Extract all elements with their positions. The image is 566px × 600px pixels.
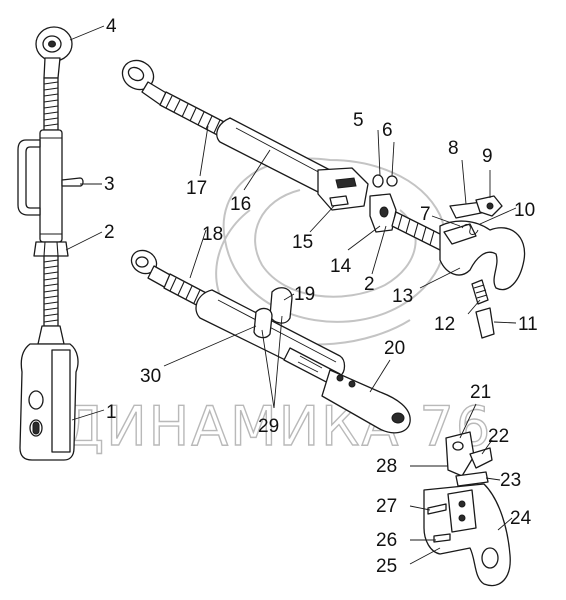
callout-4: 4 xyxy=(106,16,117,37)
clamp-29 xyxy=(253,307,273,339)
callout-17: 17 xyxy=(186,178,207,199)
callout-30: 30 xyxy=(140,366,161,387)
plate-14-hole xyxy=(379,206,389,218)
pin-23 xyxy=(455,471,489,487)
callout-23: 23 xyxy=(500,470,521,491)
fork-1-slot xyxy=(51,349,71,453)
callout-2-right: 2 xyxy=(364,274,375,295)
latch-21-hole xyxy=(452,441,464,451)
callout-15: 15 xyxy=(292,232,313,253)
clamp-19 xyxy=(269,287,293,324)
fork-end-20 xyxy=(321,369,411,434)
callout-5: 5 xyxy=(353,110,364,131)
callout-2-left: 2 xyxy=(104,222,115,243)
lower-thread-lines xyxy=(43,259,59,323)
bracket-15-slot xyxy=(335,177,357,189)
tube-16 xyxy=(216,117,336,195)
callout-9: 9 xyxy=(482,146,493,167)
upper-thread xyxy=(43,77,59,131)
handle-11 xyxy=(475,307,495,339)
hook-body-24-hole-b xyxy=(458,514,466,522)
fork-1-hole-upper xyxy=(28,390,44,410)
lock-nut-2 xyxy=(33,241,69,257)
callout-8: 8 xyxy=(448,138,459,159)
callout-13: 13 xyxy=(392,286,413,307)
upper-thread-lines xyxy=(43,81,59,127)
leader-lines xyxy=(65,25,517,565)
callout-25: 25 xyxy=(376,556,397,577)
callout-labels: 4 3 2 1 5 6 8 9 7 10 13 12 11 14 15 16 1… xyxy=(104,16,538,577)
callout-21: 21 xyxy=(470,382,491,403)
turnbuckle-body-3 xyxy=(39,129,63,243)
callout-3: 3 xyxy=(104,174,115,195)
fork-1-hole-shadow xyxy=(32,421,40,435)
callout-11: 11 xyxy=(518,314,538,335)
pin-12-thread xyxy=(473,284,488,299)
callout-14: 14 xyxy=(330,256,352,277)
watermark-swirl-inner xyxy=(254,189,417,298)
upper-thread-17-lines xyxy=(165,95,221,134)
tube-hole-b xyxy=(348,380,356,388)
callout-27: 27 xyxy=(376,496,397,517)
callout-22: 22 xyxy=(488,426,509,447)
callout-19: 19 xyxy=(294,284,315,305)
hook-body-24-eye xyxy=(481,547,499,569)
callout-26: 26 xyxy=(376,530,397,551)
turnbuckle-handle xyxy=(17,139,41,216)
upper-link-eye-ball xyxy=(127,66,145,82)
watermark: ДИНАМИКА 76 xyxy=(61,157,492,459)
screw-27 xyxy=(427,503,447,515)
bracket-15-pin xyxy=(329,195,349,207)
hook-body-24-face xyxy=(447,489,477,533)
middle-link-eye-ball xyxy=(135,256,149,268)
lever-9-hole xyxy=(486,202,494,210)
callout-24: 24 xyxy=(510,508,532,529)
watermark-swirl-outer xyxy=(222,157,447,323)
spring-22 xyxy=(469,447,493,469)
watermark-text: ДИНАМИКА 76 xyxy=(62,395,492,458)
callout-18: 18 xyxy=(202,224,223,245)
callout-10: 10 xyxy=(514,200,535,221)
fork-1-neck xyxy=(37,325,65,345)
callout-12: 12 xyxy=(434,314,455,335)
ball-eye-4-hole xyxy=(48,40,56,48)
callout-7: 7 xyxy=(420,204,431,225)
callout-20: 20 xyxy=(384,338,405,359)
middle-link-assembly xyxy=(130,249,411,434)
hook-body-24-hole-a xyxy=(458,500,466,508)
spring-10 xyxy=(461,223,479,235)
washer-5 xyxy=(372,174,384,188)
right-thread-lines xyxy=(397,214,435,246)
callout-1: 1 xyxy=(106,402,117,423)
ball-eye-4-neck xyxy=(43,57,61,79)
callout-29: 29 xyxy=(258,416,279,437)
callout-16: 16 xyxy=(230,194,251,215)
lower-link-assembly xyxy=(17,26,84,461)
nut-6 xyxy=(386,175,398,187)
middle-thread-lines xyxy=(169,277,201,304)
upper-link-assembly xyxy=(121,59,526,339)
latch-21 xyxy=(445,431,475,477)
callout-6: 6 xyxy=(382,120,393,141)
fork-end-20-hole xyxy=(391,412,405,424)
turnbuckle-pin xyxy=(61,177,84,187)
callout-28: 28 xyxy=(376,456,397,477)
hook-13-latch xyxy=(443,223,477,245)
pin-26 xyxy=(433,533,451,543)
tube-hole-a xyxy=(336,374,344,382)
